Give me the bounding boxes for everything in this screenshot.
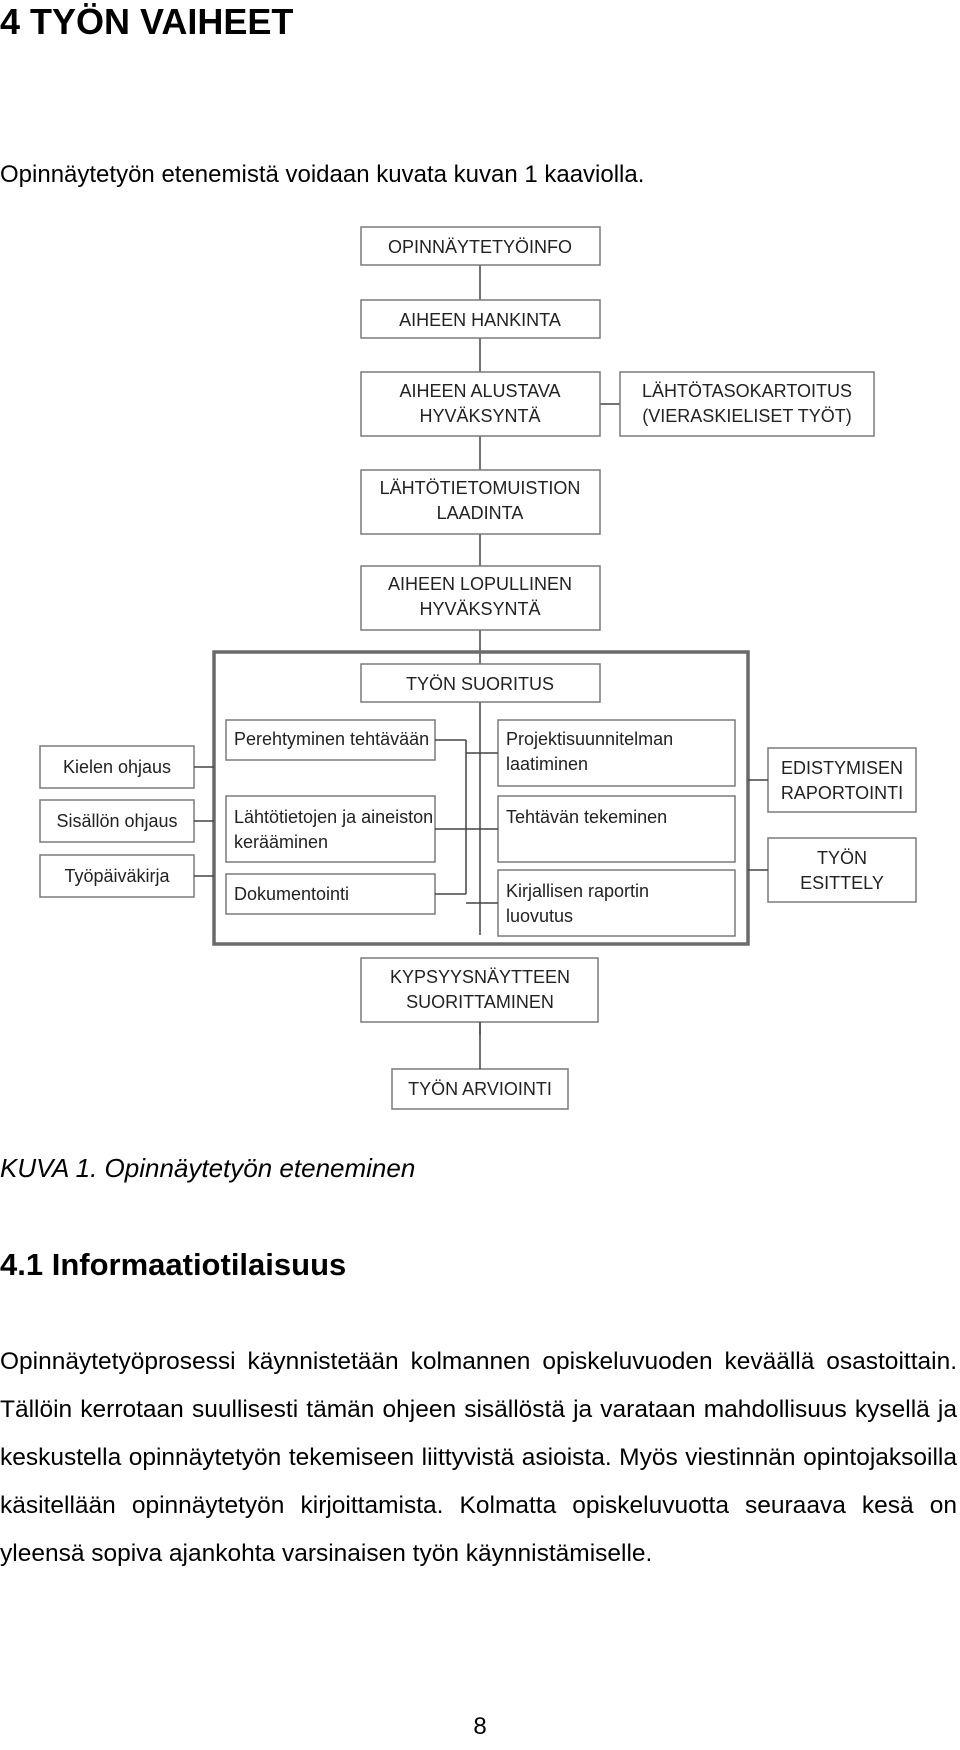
box-projektisuunnitelma-text-2: laatiminen xyxy=(506,754,588,774)
intro-text: Opinnäytetyön etenemistä voidaan kuvata … xyxy=(0,161,645,188)
box-tyopaivakirja-text: Työpäiväkirja xyxy=(64,866,170,886)
box-tyon-esittely xyxy=(767,837,917,903)
box-suoritus xyxy=(360,663,601,703)
page-number: 8 xyxy=(473,1713,487,1740)
box-lopullinen xyxy=(360,565,601,631)
box-sisallon-ohjaus-text: Sisällön ohjaus xyxy=(56,811,177,831)
box-perehtyminen xyxy=(225,719,436,761)
box-projektisuunnitelma-text-1: Projektisuunnitelman xyxy=(506,729,673,749)
box-muistio-text-1: LÄHTÖTIETOMUISTION xyxy=(380,478,581,498)
box-muistio-text-2: LAADINTA xyxy=(437,503,524,523)
box-hankinta xyxy=(360,299,601,339)
box-alustava xyxy=(360,371,601,437)
box-kielen-ohjaus xyxy=(39,745,195,789)
box-tehtavan-tekeminen xyxy=(497,795,736,863)
work-phase-frame xyxy=(212,650,750,946)
box-kypsyys xyxy=(360,957,599,1023)
box-edistymisen-text-2: RAPORTOINTI xyxy=(781,783,903,803)
box-kirjallisen-raportin-text-2: luovutus xyxy=(506,906,573,926)
figure-caption: KUVA 1. Opinnäytetyön eteneminen xyxy=(0,1153,416,1183)
box-muistio xyxy=(360,469,601,535)
box-kypsyys-text-1: KYPSYYSNÄYTTEEN xyxy=(390,967,570,987)
box-projektisuunnitelma xyxy=(497,719,736,787)
box-kirjallisen-raportin-text-1: Kirjallisen raportin xyxy=(506,881,649,901)
thesis-process-diagram: OPINNÄYTETYÖINFO AIHEEN HANKINTA AIHEEN … xyxy=(39,226,917,1110)
box-hankinta-text: AIHEEN HANKINTA xyxy=(399,310,561,330)
box-suoritus-text: TYÖN SUORITUS xyxy=(406,674,554,694)
box-dokumentointi xyxy=(225,873,436,915)
box-kielen-ohjaus-text: Kielen ohjaus xyxy=(63,757,171,777)
box-lahtotaso-text-2: (VIERASKIELISET TYÖT) xyxy=(642,406,851,426)
box-lahtotietojen-text-1: Lähtötietojen ja aineiston xyxy=(234,807,433,827)
box-lahtotaso-text-1: LÄHTÖTASOKARTOITUS xyxy=(642,381,852,401)
page-heading: 4 TYÖN VAIHEET xyxy=(0,1,294,42)
box-lopullinen-text-1: AIHEEN LOPULLINEN xyxy=(388,574,572,594)
box-perehtyminen-text: Perehtyminen tehtävään xyxy=(234,729,429,749)
box-tyon-esittely-text-2: ESITTELY xyxy=(800,873,884,893)
box-tyopaivakirja xyxy=(39,854,195,898)
box-lopullinen-text-2: HYVÄKSYNTÄ xyxy=(419,599,540,619)
box-lahtotietojen xyxy=(225,795,436,863)
box-sisallon-ohjaus xyxy=(39,799,195,843)
box-info-text: OPINNÄYTETYÖINFO xyxy=(388,237,572,257)
box-lahtotietojen-text-2: kerääminen xyxy=(234,832,328,852)
box-arviointi-text: TYÖN ARVIOINTI xyxy=(408,1079,552,1099)
box-tehtavan-tekeminen-text: Tehtävän tekeminen xyxy=(506,807,667,827)
box-alustava-text-2: HYVÄKSYNTÄ xyxy=(419,406,540,426)
box-tyon-esittely-text-1: TYÖN xyxy=(817,848,867,868)
box-info xyxy=(360,226,601,266)
box-alustava-text-1: AIHEEN ALUSTAVA xyxy=(399,381,560,401)
box-lahtotaso xyxy=(619,371,875,437)
box-kirjallisen-raportin xyxy=(497,869,736,937)
body-paragraph: Opinnäytetyöprosessi käynnistetään kolma… xyxy=(0,1348,957,1567)
box-edistymisen-text-1: EDISTYMISEN xyxy=(781,758,903,778)
section-heading: 4.1 Informaatiotilaisuus xyxy=(0,1247,347,1282)
box-kypsyys-text-2: SUORITTAMINEN xyxy=(406,992,554,1012)
box-dokumentointi-text: Dokumentointi xyxy=(234,884,349,904)
box-edistymisen xyxy=(767,747,917,813)
